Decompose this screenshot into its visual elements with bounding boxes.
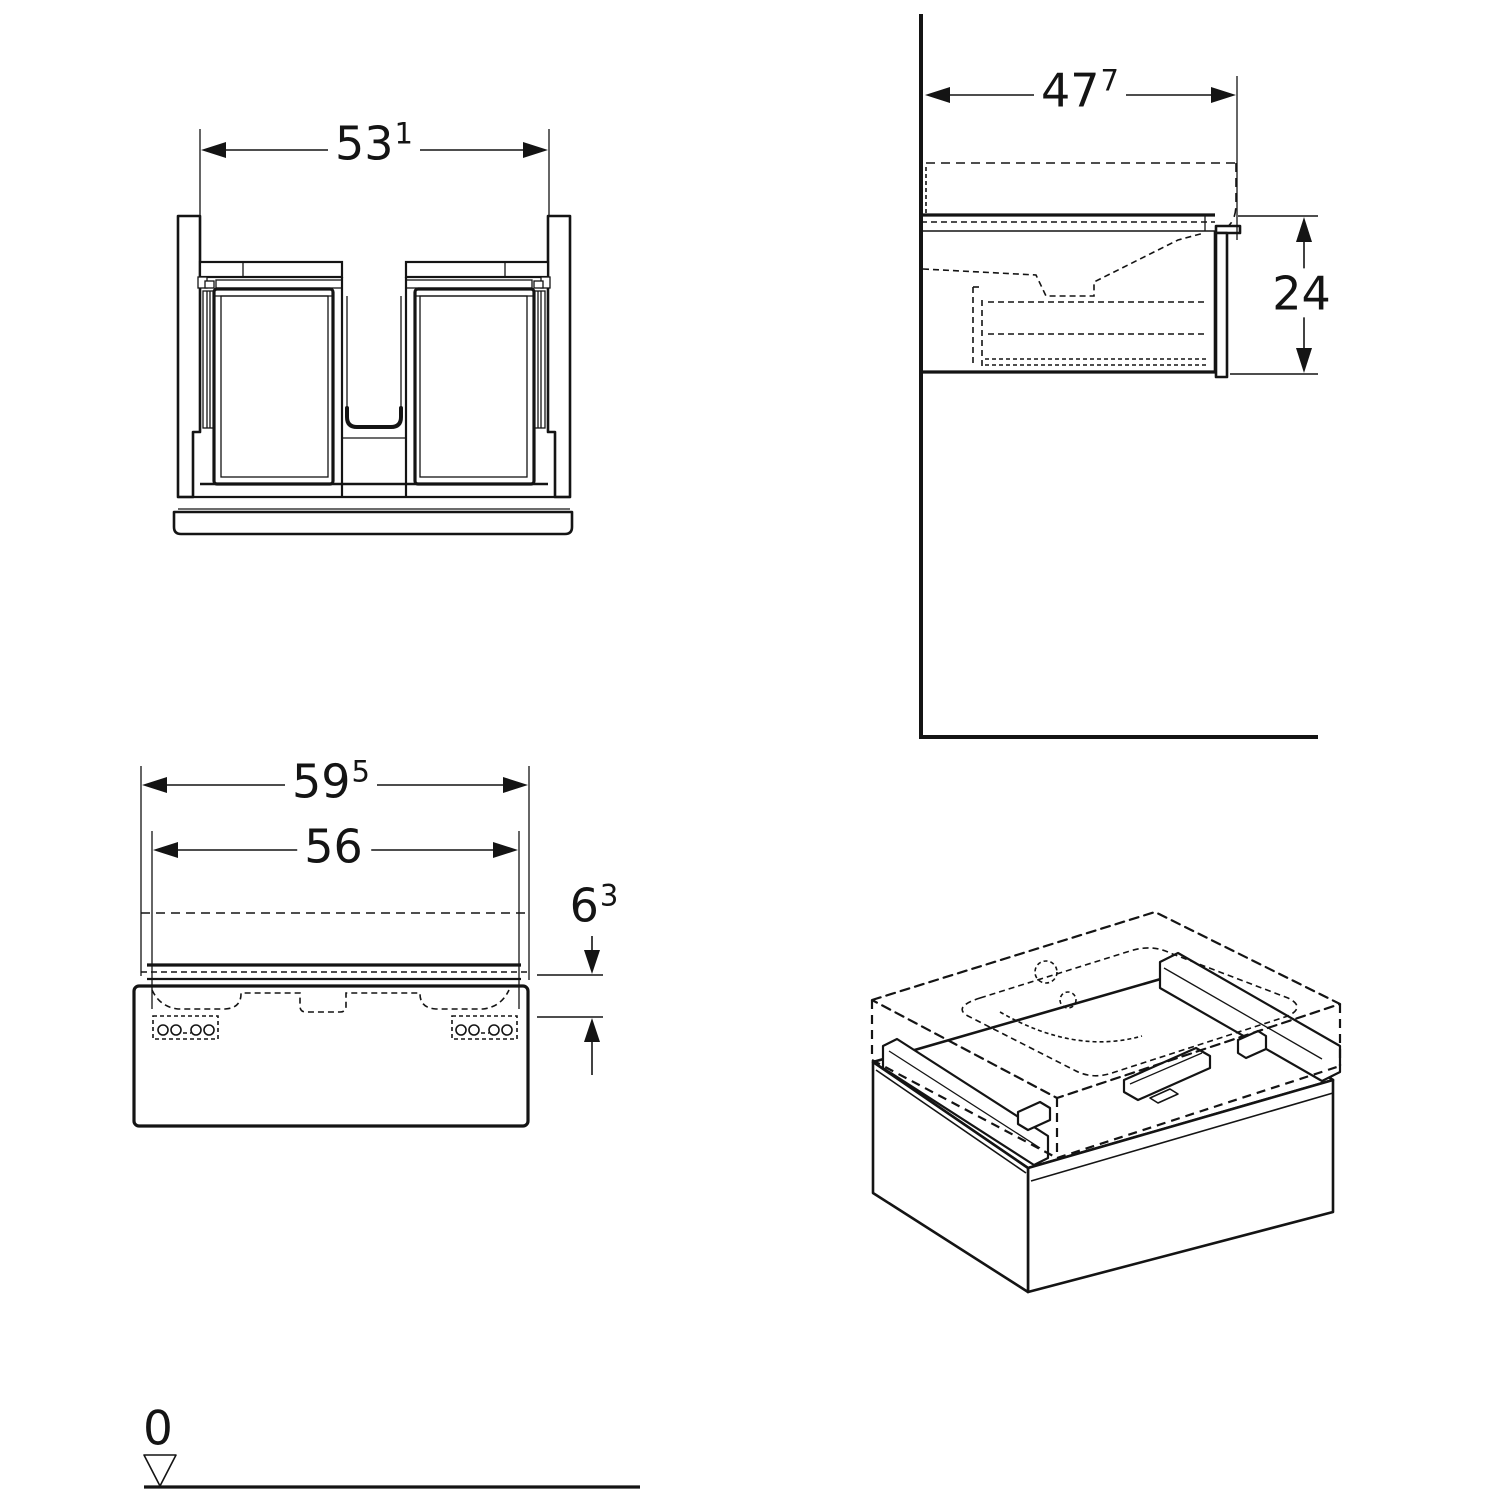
- datum-triangle-icon: [143, 1454, 177, 1487]
- side-view: [919, 14, 1318, 739]
- dimension-6-3-label: 63: [562, 880, 626, 930]
- front-bracket-right-hidden: [451, 1015, 518, 1040]
- front-basin-underside-hidden: [151, 989, 510, 1013]
- iso-tap-hole: [1034, 960, 1058, 984]
- side-drawer-front-panel: [1214, 231, 1229, 379]
- plan-front-rail-left: [198, 260, 344, 279]
- plan-drawer-box-right: [413, 287, 536, 486]
- isometric-view: [870, 910, 1342, 1294]
- side-washbasin-hidden: [921, 162, 1237, 228]
- plan-siphon-channel: [340, 277, 408, 497]
- iso-center-bracket: [1122, 1046, 1212, 1104]
- plan-back-panel: [172, 482, 574, 536]
- front-bracket-left-hidden: [152, 1015, 219, 1040]
- dimension-59-5-label: 595: [285, 756, 377, 806]
- plan-drawer-box-left: [212, 287, 335, 486]
- plan-mount-clip-right: [533, 276, 551, 289]
- dimension-53-1-label: 531: [328, 118, 420, 168]
- dimension-56-label: 56: [297, 821, 371, 871]
- plan-drawer-slide-left: [202, 290, 215, 429]
- iso-back-rail: [1158, 951, 1342, 1083]
- iso-washbasin-hidden: [870, 910, 1342, 1160]
- dimension-front-total-width: [140, 766, 530, 980]
- front-basin-slab: [141, 963, 529, 981]
- side-cabinet-body: [921, 213, 1242, 379]
- dimension-24-label: 24: [1265, 268, 1339, 318]
- side-hidden-internals: [922, 232, 1206, 367]
- plan-drawer-slide-right: [533, 290, 546, 429]
- dimension-47-7-label: 477: [1034, 65, 1126, 115]
- plan-mount-clip-left: [197, 276, 215, 289]
- datum-zero-label: 0: [143, 1401, 173, 1457]
- plan-right-side-panel: [546, 214, 572, 499]
- plan-left-side-panel: [176, 214, 202, 499]
- front-drawer-panel: [132, 984, 530, 1128]
- dimension-front-basin-height: [537, 936, 603, 1075]
- front-view: [132, 766, 603, 1128]
- plan-front-rail-right: [404, 260, 550, 279]
- datum-marker: [143, 1454, 640, 1489]
- iso-overflow-hole: [1059, 991, 1077, 1009]
- iso-front-support-block: [1016, 1100, 1052, 1132]
- iso-left-rail: [881, 1037, 1050, 1167]
- plan-view: [172, 129, 574, 536]
